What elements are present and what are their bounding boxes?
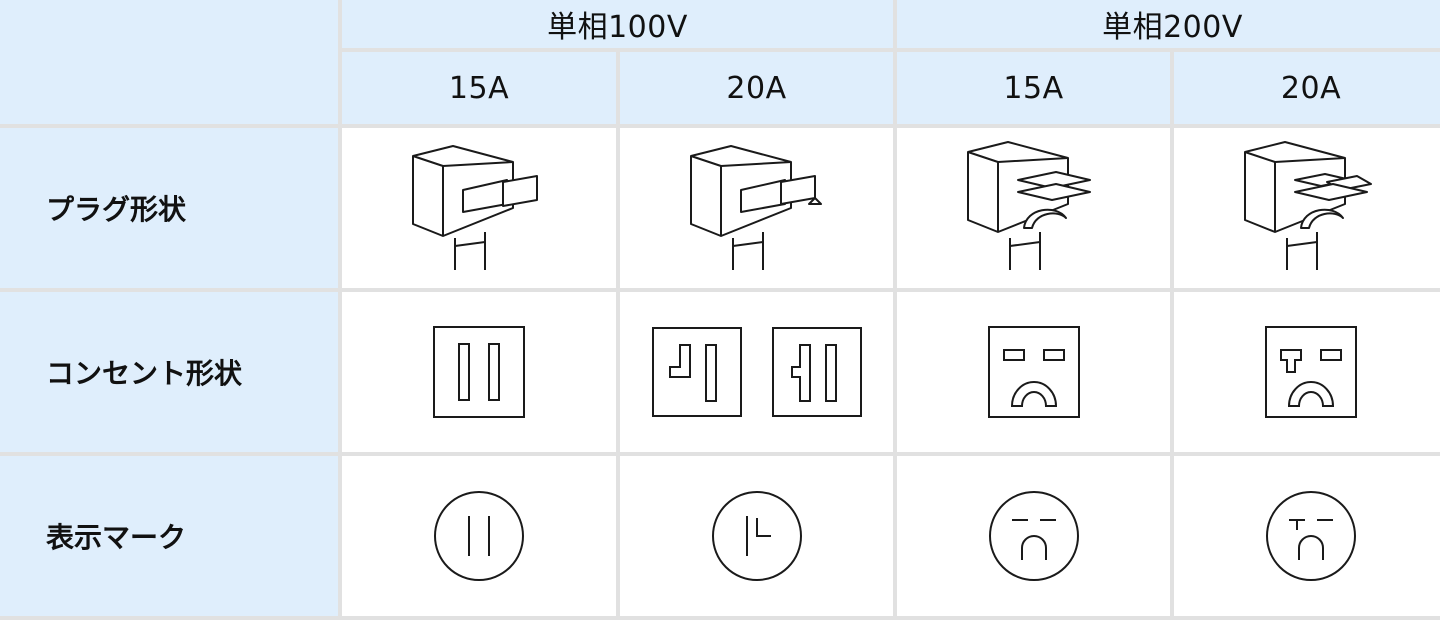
outlet-100v-20a-alt-icon [771, 327, 862, 417]
outlet-200v-20a-icon [1265, 326, 1357, 418]
outlet-100v-15a-icon [433, 326, 525, 418]
mark-cell-200v-15a [897, 456, 1170, 616]
plug-cell-200v-20a [1174, 128, 1440, 288]
mark-100v-15a-icon [434, 491, 524, 581]
mark-200v-20a-icon [1266, 491, 1356, 581]
row-label-outlet: コンセント形状 [0, 292, 338, 452]
plug-cell-100v-15a [342, 128, 616, 288]
mark-200v-15a-icon [988, 491, 1079, 581]
plug-200v-15a-icon [966, 141, 1091, 270]
outlet-cell-200v-20a [1174, 292, 1440, 452]
header-100v-20a: 20A [620, 52, 893, 124]
plug-cell-200v-15a [897, 128, 1170, 288]
outlet-200v-15a-icon [987, 326, 1080, 418]
plug-100v-20a-icon [689, 145, 822, 270]
row-label-mark: 表示マーク [0, 456, 338, 616]
outlet-cell-200v-15a [897, 292, 1170, 452]
header-group-200v: 単相200V [897, 0, 1440, 48]
plug-100v-15a-icon [412, 145, 538, 270]
mark-cell-100v-15a [342, 456, 616, 616]
header-group-100v: 単相100V [342, 0, 893, 48]
corner-cell [0, 0, 338, 124]
mark-100v-20a-icon [711, 491, 802, 581]
header-200v-20a: 20A [1174, 52, 1440, 124]
row-label-plug: プラグ形状 [0, 128, 338, 288]
header-200v-15a: 15A [897, 52, 1170, 124]
plug-cell-100v-20a [620, 128, 893, 288]
plug-200v-20a-icon [1244, 141, 1372, 270]
mark-cell-100v-20a [620, 456, 893, 616]
outlet-cell-100v-20a [620, 292, 893, 452]
outlet-100v-20a-icon [651, 327, 742, 417]
mark-cell-200v-20a [1174, 456, 1440, 616]
outlet-cell-100v-15a [342, 292, 616, 452]
header-100v-15a: 15A [342, 52, 616, 124]
